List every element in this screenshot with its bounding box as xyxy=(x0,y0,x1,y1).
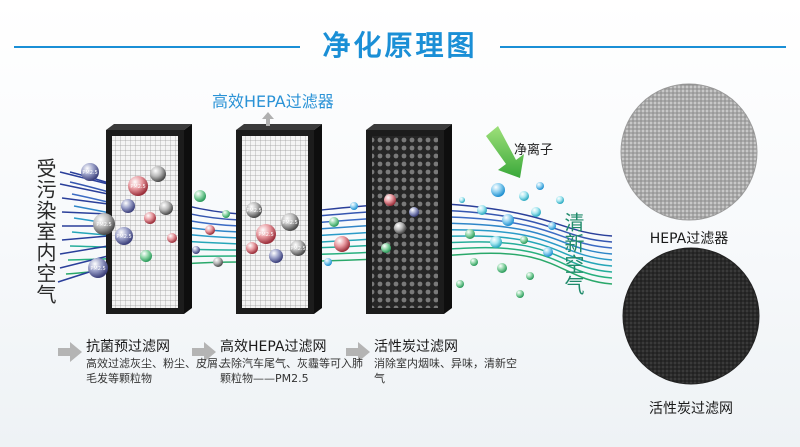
up-arrow-icon xyxy=(262,112,274,126)
step-title: 活性炭过滤网 xyxy=(374,336,458,356)
pm-label: PM2.5 xyxy=(290,246,305,252)
step-title: 抗菌预过滤网 xyxy=(86,336,170,356)
pm-label: PM2.5 xyxy=(246,208,261,214)
carbon-material-caption: 活性炭过滤网 xyxy=(621,398,761,418)
hepa-filter-callout: 高效HEPA过滤器 xyxy=(212,88,334,112)
pm-label: PM2.5 xyxy=(282,220,297,226)
carbon-filter-panel xyxy=(366,124,452,314)
step-arrow-icon xyxy=(58,342,82,362)
carbon-material-closeup xyxy=(623,248,759,384)
step-description: 高效过滤灰尘、粉尘、皮屑、毛发等颗粒物 xyxy=(86,356,236,386)
hepa-material-caption: HEPA过滤器 xyxy=(619,228,759,248)
pm-label: PM2.5 xyxy=(258,232,273,238)
negative-ion-particles xyxy=(456,182,564,298)
inlet-air-label: 受污染室内空气 xyxy=(34,158,56,305)
hepa-filter-panel xyxy=(236,124,322,314)
pm-label: PM2.5 xyxy=(130,184,145,190)
pm-label: PM2.5 xyxy=(90,266,105,272)
ion-label: 净离子 xyxy=(514,139,553,158)
pm-label: PM2.5 xyxy=(82,170,97,176)
step-description: 去除汽车尾气、灰霾等可入肺颗粒物——PM2.5 xyxy=(220,356,370,386)
pm-label: PM2.5 xyxy=(116,234,131,240)
outlet-air-label: 清新空气 xyxy=(562,212,584,296)
step-description: 消除室内烟味、异味，清新空气 xyxy=(374,356,524,386)
hepa-material-closeup xyxy=(621,84,757,220)
pm-label: PM2.5 xyxy=(96,222,111,228)
step-title: 高效HEPA过滤网 xyxy=(220,336,327,356)
